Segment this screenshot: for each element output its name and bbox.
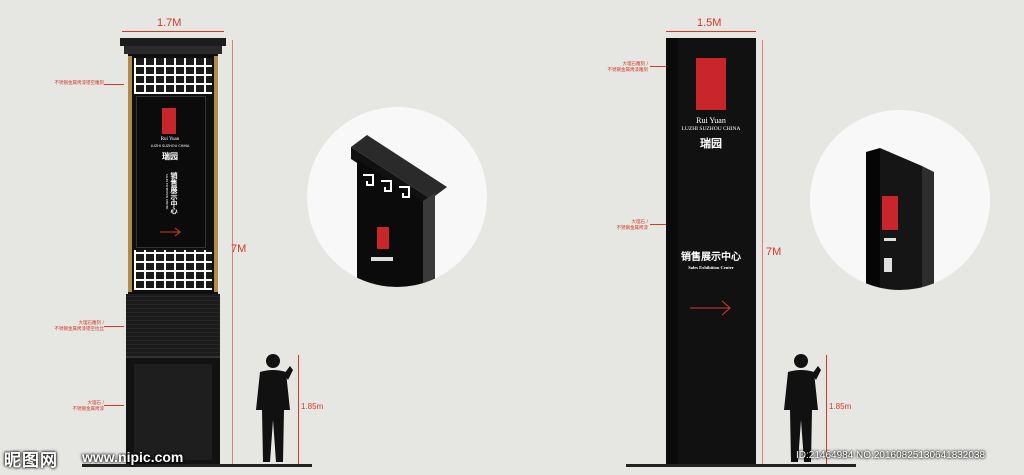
- left-fret-pattern-bottom: [134, 250, 212, 290]
- right-detail-3d-view: [866, 148, 934, 290]
- right-ground-line: [626, 464, 856, 467]
- right-note-mid: 大理石 / 不锈钢金属烤漆: [617, 220, 649, 232]
- left-brand-sub: LUZHI SUZHOU CHINA: [150, 144, 190, 148]
- right-arrow-icon: [690, 300, 732, 320]
- left-brand-en: Rui Yuan: [160, 137, 180, 142]
- left-note-mid: 大理石雕刻 / 不锈钢金属烤漆镂空拉丝: [55, 321, 105, 333]
- left-person-silhouette-icon: [250, 352, 296, 468]
- left-note-bot-line1: 大理石 /: [87, 401, 104, 406]
- left-pylon-cap-lower: [124, 46, 222, 54]
- right-brand-seal-icon: [696, 58, 726, 110]
- left-sales-en: SALES EXHIBITION CENTER: [165, 174, 168, 210]
- left-ground-line: [82, 464, 312, 467]
- right-note-top: 大理石雕刻 / 不锈钢金属烤漆雕刻: [608, 62, 649, 74]
- left-person-dimension-line: [298, 355, 299, 464]
- left-pylon-base-screen: [126, 294, 220, 356]
- left-height-dimension-line: [232, 40, 233, 464]
- left-note-mid-line2: 不锈钢金属烤漆镂空拉丝: [54, 327, 105, 332]
- right-height-dimension-line: [762, 40, 763, 464]
- left-note-bot-leader: [104, 405, 124, 406]
- left-pillar-gold-left: [128, 56, 132, 292]
- left-note-top: 不锈钢金属烤漆镂空雕刻: [54, 81, 105, 86]
- watermark-logo: 昵图网: [4, 451, 58, 471]
- left-height-label: 7M: [231, 243, 247, 255]
- left-detail-3d-view: [351, 135, 447, 287]
- left-detail-circle: [307, 107, 487, 287]
- right-note-mid-line1: 大理石 /: [631, 220, 648, 225]
- left-arrow-icon: [160, 222, 182, 241]
- left-note-mid-leader: [104, 326, 124, 327]
- right-sales-cn: 销售展示中心: [681, 252, 741, 263]
- left-note-mid-line1: 大理石雕刻 /: [78, 321, 104, 326]
- right-person-dimension-line: [826, 355, 827, 464]
- left-sign-panel: [136, 96, 206, 248]
- right-pylon-edge: [666, 38, 678, 464]
- left-note-bot: 大理石 / 不锈钢金属烤漆: [73, 401, 105, 413]
- left-brand-seal-icon: [162, 108, 176, 134]
- left-width-dimension-line: [122, 31, 224, 32]
- left-pylon-base-panel: [134, 364, 212, 460]
- left-brand-cn: 瑞园: [162, 152, 178, 161]
- right-detail-circle: [810, 110, 990, 290]
- left-fret-pattern-top: [134, 58, 212, 94]
- right-brand-cn: 瑞园: [700, 137, 722, 150]
- right-note-top-line1: 大理石雕刻 /: [622, 62, 648, 67]
- left-sales-cn: 销售展示中心: [170, 172, 178, 214]
- right-person-height-label: 1.85m: [829, 402, 852, 411]
- right-width-label: 1.5M: [697, 17, 722, 29]
- left-person-height-label: 1.85m: [301, 402, 324, 411]
- right-width-dimension-line: [666, 31, 756, 32]
- left-pillar-gold-right: [214, 56, 218, 292]
- left-note-bot-line2: 不锈钢金属烤漆: [72, 407, 105, 412]
- right-note-top-line2: 不锈钢金属烤漆雕刻: [607, 68, 649, 73]
- right-height-label: 7M: [766, 246, 782, 258]
- right-brand-sub: LUZHI SUZHOU CHINA: [681, 126, 741, 132]
- left-note-top-leader: [104, 84, 124, 85]
- left-width-label: 1.7M: [157, 17, 182, 29]
- watermark-id: ID:21464984 NO:20160825130641832038: [796, 450, 986, 461]
- right-brand-en: Rui Yuan: [696, 116, 726, 125]
- watermark-url: www.nipic.com: [82, 449, 184, 465]
- left-pylon-cap: [120, 38, 226, 46]
- right-note-mid-line2: 不锈钢金属烤漆: [616, 226, 649, 231]
- right-person-silhouette-icon: [778, 352, 824, 468]
- right-sales-en: Sales Exhibition Center: [688, 265, 734, 270]
